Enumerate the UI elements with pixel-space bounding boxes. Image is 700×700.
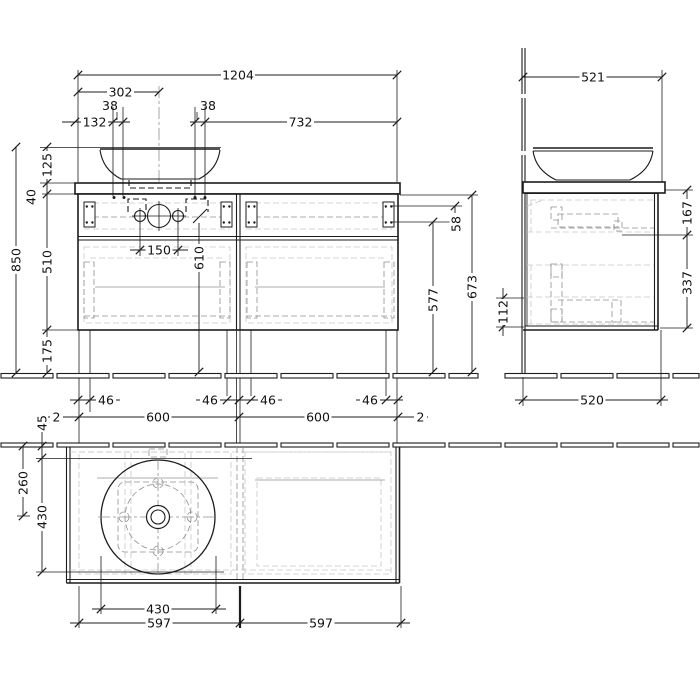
dim-basin-center: 302 xyxy=(73,85,164,100)
dim-unit-widths: 2 600 600 2 xyxy=(48,410,428,425)
dim-hinge-offsets: 46 46 46 46 xyxy=(70,393,403,408)
dim-basin-diameter-depth: 430 xyxy=(35,458,50,577)
dim-label-unit-right: 600 xyxy=(306,410,330,425)
hinge-bracket xyxy=(83,201,96,228)
dim-label-hole-height: 610 xyxy=(192,246,207,270)
washbasin-front xyxy=(40,147,221,189)
dim-label-hinge-4: 46 xyxy=(362,393,378,408)
dim-total-depth: 521 xyxy=(518,70,667,85)
dim-label-back-panel: 112 xyxy=(496,300,511,324)
dim-top-drawer-height: 167 xyxy=(680,185,695,240)
dim-label-basin-diameter-width: 430 xyxy=(146,602,170,617)
dim-label-half-left: 597 xyxy=(147,616,171,631)
dim-wall-to-basin-center: 260 xyxy=(16,441,31,521)
dim-basin-height: 125 xyxy=(40,142,55,188)
screw-dot xyxy=(193,196,197,199)
dim-label-floor-clearance: 175 xyxy=(40,339,55,363)
cabinet-plan-outline xyxy=(65,447,401,584)
dim-bracket-height: 577 xyxy=(426,217,441,377)
dim-hole-height: 610 xyxy=(192,223,207,377)
dim-label-bottom-drawer: 337 xyxy=(680,271,695,295)
plan-dimensions: 45 260 430 430 xyxy=(16,415,410,631)
dim-bracket-spacing: 58 xyxy=(449,201,464,235)
dim-tap-left-offset: 132 38 xyxy=(62,98,130,130)
dim-floor-clearance: 175 xyxy=(40,330,55,378)
dim-cabinet-top-height: 673 xyxy=(465,190,480,377)
projection-lines-front xyxy=(78,330,398,444)
dim-label-bracket-spacing: 58 xyxy=(449,216,464,232)
dim-label-tap-left-offset: 132 xyxy=(83,115,107,130)
dim-hole-spacing: 150 xyxy=(130,243,188,258)
dim-cabinet-depth: 520 xyxy=(515,393,668,408)
bottom-drawer-detail xyxy=(83,246,395,324)
floor-line-side xyxy=(504,372,700,379)
dim-label-gap-left: 2 xyxy=(53,410,61,425)
wall-line-plan xyxy=(0,442,700,448)
dim-label-basin-diameter-depth: 430 xyxy=(35,505,50,529)
dim-label-bracket-height: 577 xyxy=(426,288,441,312)
side-view xyxy=(521,48,666,377)
screw-dot xyxy=(122,196,126,199)
dim-label-total-height: 850 xyxy=(9,248,24,272)
dim-label-cabinet-top-height: 673 xyxy=(465,275,480,299)
dim-total-width: 1204 xyxy=(73,68,402,83)
dim-basin-diameter-width: 430 xyxy=(92,602,226,617)
dim-wall-to-basin: 45 xyxy=(35,415,50,463)
front-view xyxy=(40,86,401,444)
dim-label-top-drawer: 167 xyxy=(680,201,695,225)
top-drawer-detail xyxy=(83,196,395,231)
wall-line xyxy=(521,48,526,377)
dim-label-right-section: 732 xyxy=(289,115,313,130)
dim-cabinet-height: 510 xyxy=(40,194,55,335)
dim-label-hinge-1: 46 xyxy=(98,393,114,408)
cabinet-side-hidden-detail xyxy=(526,199,654,325)
dim-label-wall-to-basin-center: 260 xyxy=(16,471,31,495)
basin-circle-plan xyxy=(98,458,218,577)
dim-label-cabinet-height: 510 xyxy=(40,250,55,274)
cabinet-plan-hidden-detail xyxy=(70,447,396,579)
cabinet-side xyxy=(523,192,659,331)
dim-label-total-width: 1204 xyxy=(222,68,254,83)
floor-line-front xyxy=(0,372,479,379)
countertop-front xyxy=(74,182,401,195)
dim-bottom-drawer-height: 337 xyxy=(680,235,695,333)
side-dimensions: 521 167 337 112 xyxy=(496,70,695,408)
screw-dot xyxy=(203,196,207,199)
drain-hole-front xyxy=(144,201,174,231)
dim-label-unit-left: 600 xyxy=(146,410,170,425)
dim-label-gap-right: 2 xyxy=(417,410,425,425)
plan-view xyxy=(0,442,700,584)
countertop-side xyxy=(522,181,666,194)
dim-label-cabinet-depth: 520 xyxy=(580,393,604,408)
dim-back-panel-height: 112 xyxy=(496,288,511,336)
dim-label-hinge-2: 46 xyxy=(202,393,218,408)
dim-label-wall-to-basin: 45 xyxy=(35,415,50,431)
hinge-bracket xyxy=(245,201,258,228)
dim-total-height: 850 xyxy=(9,142,24,378)
dim-label-hinge-3: 46 xyxy=(260,393,276,408)
dim-counter-thickness: 40 xyxy=(24,183,52,205)
dim-label-hole-spacing: 150 xyxy=(147,243,171,258)
dim-label-tap-hole-right: 38 xyxy=(200,98,216,113)
dim-label-basin-center: 302 xyxy=(109,85,133,100)
leader-610 xyxy=(192,208,208,224)
dim-half-widths: 597 597 xyxy=(70,616,410,631)
dim-label-half-right: 597 xyxy=(309,616,333,631)
dim-label-basin-height: 125 xyxy=(40,153,55,177)
screw-dot xyxy=(112,196,116,199)
dim-label-tap-hole-left: 38 xyxy=(102,98,118,113)
cabinet-front xyxy=(77,193,399,331)
hinge-bracket xyxy=(220,201,233,228)
drain-hole-plan xyxy=(145,504,171,530)
dim-label-total-depth: 521 xyxy=(581,70,605,85)
dim-label-counter-thickness: 40 xyxy=(24,189,39,205)
basin-base-hidden xyxy=(128,180,192,189)
front-dimensions: 1204 302 132 38 38 732 xyxy=(9,68,480,425)
dim-right-section: 38 732 xyxy=(190,98,402,130)
